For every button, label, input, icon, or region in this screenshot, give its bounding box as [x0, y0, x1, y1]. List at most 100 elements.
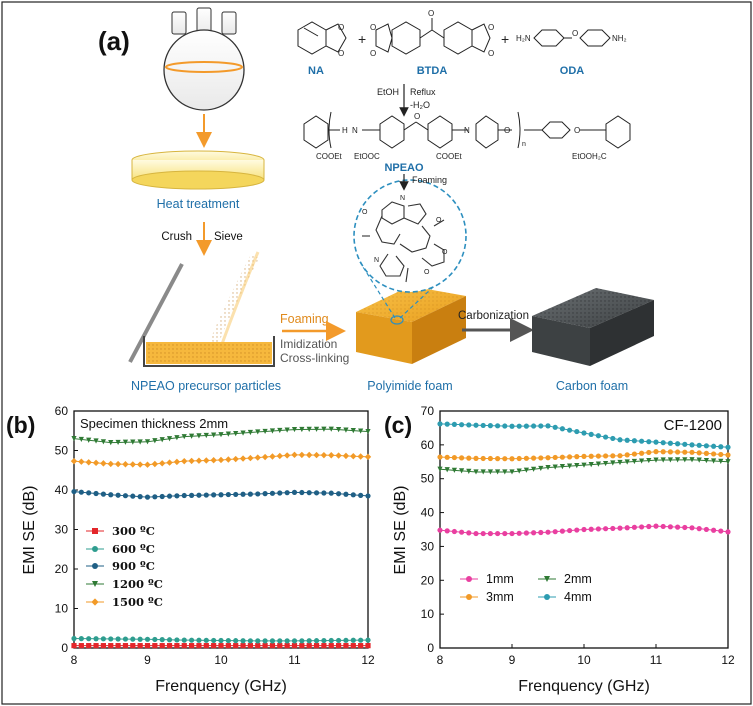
data-point	[189, 433, 195, 439]
x-tick-label: 10	[577, 653, 591, 667]
data-point	[159, 493, 165, 500]
data-point	[487, 423, 493, 429]
data-point	[217, 456, 225, 464]
data-point	[255, 643, 261, 649]
data-point	[137, 643, 143, 649]
data-point	[247, 638, 253, 644]
data-point	[675, 457, 681, 463]
data-point	[255, 638, 261, 644]
data-point	[232, 455, 239, 463]
y-tick-label: 30	[421, 539, 435, 553]
data-point	[487, 469, 493, 475]
reflux-label: Reflux	[410, 87, 436, 97]
data-point	[196, 492, 202, 498]
data-point	[574, 454, 580, 460]
data-point	[617, 459, 623, 466]
data-point	[559, 463, 565, 470]
data-point	[480, 469, 486, 475]
data-point	[567, 454, 573, 460]
data-point	[291, 426, 298, 433]
data-point	[203, 432, 209, 439]
data-point	[523, 455, 530, 461]
data-point	[254, 454, 261, 461]
data-point	[93, 643, 99, 649]
data-point	[343, 491, 349, 497]
polyimide-caption: Polyimide foam	[367, 379, 452, 393]
data-point	[129, 461, 136, 468]
data-point	[306, 451, 313, 459]
data-point	[122, 636, 129, 642]
data-point	[262, 428, 268, 435]
data-point	[174, 643, 180, 649]
data-point	[299, 426, 305, 433]
na-structure-icon	[297, 21, 347, 55]
legend-marker	[91, 598, 99, 606]
data-point	[603, 526, 609, 532]
data-point	[495, 456, 501, 462]
data-point	[444, 454, 450, 460]
carbon-foam-block	[532, 288, 654, 366]
data-point	[313, 426, 320, 432]
data-point	[531, 455, 537, 461]
process-step-imidization: Imidization	[280, 337, 337, 351]
data-point	[130, 439, 136, 445]
data-point	[211, 492, 217, 498]
data-point	[509, 456, 515, 462]
data-point	[284, 490, 290, 496]
legend-label: 1200 ºC	[112, 577, 163, 591]
svg-text:O: O	[362, 209, 368, 216]
data-point	[459, 422, 465, 428]
data-point	[581, 462, 587, 468]
y-tick-label: 30	[55, 523, 69, 537]
data-point	[225, 643, 231, 649]
data-point	[459, 455, 465, 461]
data-point	[459, 529, 465, 535]
data-point	[328, 643, 334, 649]
data-point	[166, 436, 173, 442]
data-point	[277, 638, 283, 644]
data-point	[343, 427, 349, 433]
data-point	[196, 643, 202, 649]
data-point	[574, 463, 580, 469]
data-point	[588, 453, 594, 459]
data-point	[473, 455, 479, 461]
data-point	[137, 439, 143, 445]
y-tick-label: 0	[427, 641, 434, 655]
data-point	[233, 638, 239, 644]
zoom-circle: OON ONO	[353, 179, 467, 325]
data-point	[603, 453, 609, 459]
data-point	[277, 490, 283, 496]
data-point	[646, 457, 652, 464]
data-point	[291, 638, 298, 644]
data-point	[144, 636, 151, 642]
y-tick-label: 40	[421, 506, 435, 520]
data-point	[233, 430, 239, 437]
data-point	[567, 463, 573, 469]
data-point	[336, 491, 342, 497]
x-tick-label: 11	[650, 653, 663, 667]
data-point	[225, 456, 232, 463]
data-point	[473, 530, 479, 537]
data-point	[159, 460, 166, 467]
data-point	[660, 440, 666, 446]
data-point	[667, 457, 673, 463]
data-point	[364, 453, 372, 461]
data-point	[299, 638, 305, 644]
data-point	[660, 449, 666, 455]
data-point	[321, 426, 327, 432]
data-point	[114, 460, 122, 468]
data-point	[689, 457, 695, 463]
x-tick-label: 9	[144, 653, 151, 667]
data-point	[299, 489, 305, 496]
data-point	[559, 528, 566, 534]
x-tick-label: 12	[721, 653, 735, 667]
data-point	[166, 459, 173, 466]
data-point	[71, 488, 77, 495]
data-point	[509, 530, 515, 537]
data-point	[451, 467, 457, 473]
data-point	[682, 457, 688, 463]
carbonization-label: Carbonization	[458, 310, 529, 322]
svg-text:O: O	[572, 29, 578, 38]
data-point	[480, 530, 486, 537]
data-point	[189, 637, 195, 643]
